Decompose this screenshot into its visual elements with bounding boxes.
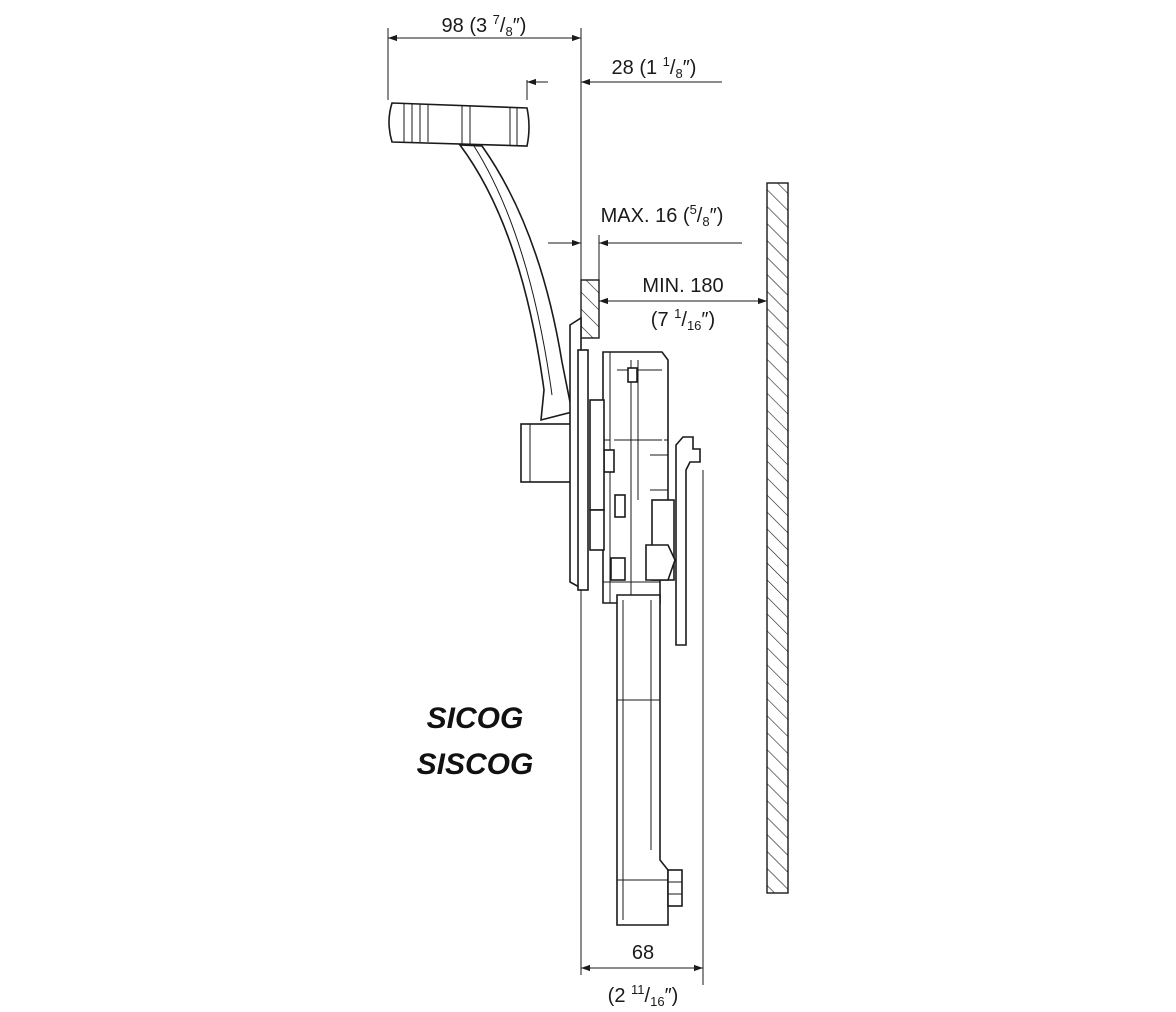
lever-arm bbox=[458, 144, 573, 422]
dimension-lines bbox=[388, 34, 767, 972]
face-plate bbox=[569, 316, 589, 591]
shift-bracket bbox=[645, 436, 701, 658]
lower-arm bbox=[616, 594, 683, 926]
dim-body-depth-inch: (2 11/16″) bbox=[608, 982, 679, 1009]
dim-max-panel: MAX. 16 (5/8″) bbox=[601, 202, 724, 229]
dim-handle-offset: 28 (1 1/8″) bbox=[612, 54, 697, 81]
mounting-panel-section bbox=[580, 279, 600, 339]
dim-min-clearance-mm: MIN. 180 bbox=[642, 275, 723, 297]
model-name-2: SISCOG bbox=[417, 748, 534, 781]
lever-hub bbox=[520, 423, 572, 483]
dim-body-depth-mm: 68 bbox=[632, 942, 654, 964]
model-name-1: SICOG bbox=[427, 702, 524, 735]
lever-grip bbox=[388, 102, 530, 147]
dim-min-clearance-inch: (7 1/16″) bbox=[651, 306, 715, 333]
dim-overall-width: 98 (3 7/8″) bbox=[442, 12, 527, 39]
clearance-wall bbox=[766, 182, 789, 894]
control-lever bbox=[388, 102, 573, 483]
